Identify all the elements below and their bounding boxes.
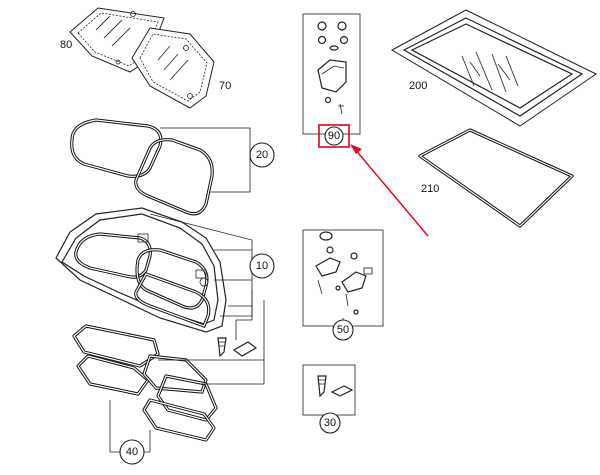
part-50-box[interactable] [302,229,384,327]
label-40: 40 [126,446,138,458]
callout-40-bracket [109,300,265,465]
part-210-roof-seal[interactable] [418,128,574,228]
label-50: 50 [337,324,349,336]
label-20: 20 [256,149,268,161]
label-210: 210 [421,183,439,195]
part-70-glass-panel[interactable] [131,27,215,109]
part-40-seals[interactable] [72,324,218,442]
callout-50 [332,318,354,341]
label-90: 90 [328,130,340,142]
part-30-box[interactable] [302,364,356,416]
highlight-box-90[interactable] [318,124,350,148]
callout-10-bracket [149,213,275,340]
label-30: 30 [324,417,336,429]
label-80: 80 [60,39,72,51]
label-200: 200 [409,80,427,92]
label-10: 10 [256,260,268,272]
part-90-box[interactable] [302,13,361,135]
label-70: 70 [219,80,231,92]
callout-20-bracket [160,127,275,193]
part-200-roof-glass[interactable] [390,9,597,127]
part-20-seals[interactable] [70,118,214,216]
plug-icon [217,337,227,358]
part-10-frame-assembly[interactable] [55,207,227,333]
arrow-pointer [350,144,429,237]
tag-icon [232,341,258,357]
callout-30 [319,412,341,434]
